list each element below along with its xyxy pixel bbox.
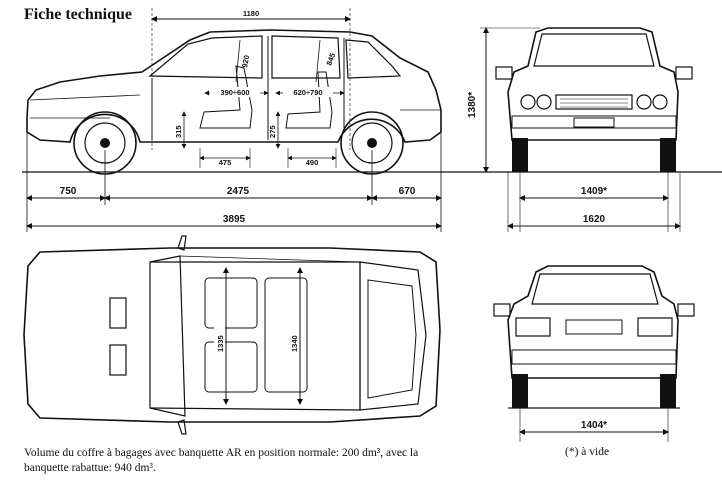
overall-length-label: 3895	[223, 214, 246, 225]
front-legroom-label: 475	[219, 158, 232, 167]
rear-track-label: 1404*	[581, 420, 607, 431]
unladen-note: (*) à vide	[565, 446, 610, 458]
top-body-outline	[23, 247, 441, 423]
page-title: Fiche technique	[24, 6, 132, 23]
rear-window	[271, 35, 341, 79]
rear-headroom-label: 845	[324, 52, 337, 67]
rear-hatch	[359, 261, 427, 411]
right-tail-light	[637, 317, 673, 337]
front-overhang-label: 750	[60, 186, 77, 197]
trunk-volume-caption: Volume du coffre à bagages avec banquett…	[24, 447, 419, 474]
front-right-tyre	[660, 138, 676, 172]
front-view: 1380* 1409* 1620	[467, 27, 693, 232]
rear-shoulder-label: 1340	[290, 335, 299, 352]
front-seat-range-label: 390÷600	[220, 88, 249, 97]
rear-seat	[285, 71, 333, 129]
front-seat	[199, 65, 253, 129]
front-headroom-label: 920	[240, 54, 251, 68]
overall-width-label: 1620	[583, 214, 606, 225]
left-tail-light	[515, 317, 551, 337]
roof-width-label: 1180	[243, 9, 259, 18]
side-view: 1180 390÷600 620÷790 920 845 315 275 475	[22, 8, 722, 232]
rear-view: 1404*	[493, 265, 695, 442]
rear-seat-range-label: 620÷790	[293, 88, 322, 97]
rear-right-tyre	[660, 374, 676, 408]
height-label: 1380*	[467, 92, 478, 118]
grille	[555, 94, 633, 110]
rear-legroom-label: 490	[306, 158, 319, 167]
rear-seat-height-label: 275	[268, 125, 277, 138]
front-left-tyre	[512, 138, 528, 172]
seat-height-label: 315	[174, 125, 183, 138]
right-mirror	[675, 66, 693, 80]
wheelbase-label: 2475	[227, 186, 250, 197]
rear-overhang-label: 670	[399, 186, 416, 197]
front-shoulder-label: 1335	[216, 335, 225, 352]
rear-body-outline	[507, 265, 679, 379]
front-track-label: 1409*	[581, 186, 607, 197]
front-body-outline	[507, 27, 679, 141]
windscreen	[533, 33, 655, 67]
quarter-window	[345, 39, 402, 79]
top-view: 1335 1340	[23, 235, 441, 435]
rear-left-tyre	[512, 374, 528, 408]
front-window	[148, 35, 263, 79]
rear-window-glass	[531, 273, 659, 305]
side-body-outline	[26, 29, 442, 143]
left-mirror	[495, 66, 513, 80]
top-windscreen	[149, 255, 186, 417]
